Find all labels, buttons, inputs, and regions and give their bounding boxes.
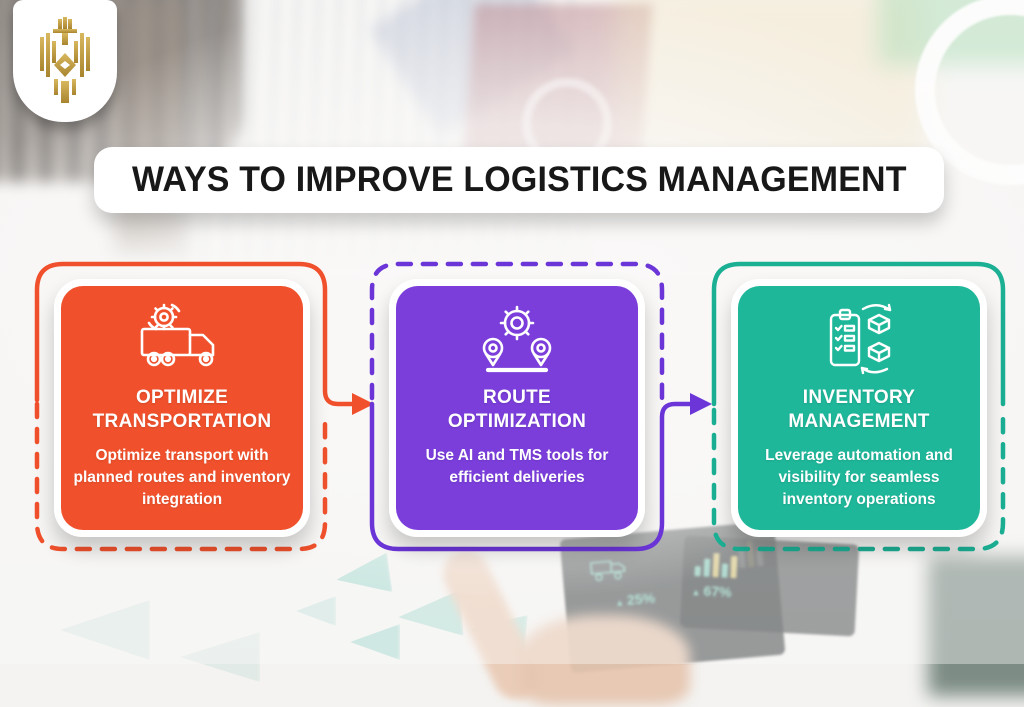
title-banner: WAYS TO IMPROVE LOGISTICS MANAGEMENT	[94, 147, 944, 213]
card-title: ROUTE OPTIMIZATION	[447, 387, 587, 432]
card-inventory-management: INVENTORY MANAGEMENT Leverage automation…	[731, 279, 987, 537]
card-description: Leverage automation and visibility for s…	[765, 446, 953, 508]
card-title: OPTIMIZE TRANSPORTATION	[92, 387, 272, 432]
card-description: Optimize transport with planned routes a…	[73, 446, 291, 508]
clipboard-with-boxes-icon	[817, 300, 901, 378]
gear-with-location-pins-icon	[475, 300, 559, 378]
truck-with-gear-icon	[134, 300, 230, 378]
card-description: Use AI and TMS tools for efficient deliv…	[425, 446, 609, 486]
page-title: WAYS TO IMPROVE LOGISTICS MANAGEMENT	[131, 160, 907, 199]
arrow-2-icon	[690, 393, 712, 415]
gold-crest-emblem-icon	[40, 17, 90, 103]
card-route-optimization: ROUTE OPTIMIZATION Use AI and TMS tools …	[389, 279, 645, 537]
card-title: INVENTORY MANAGEMENT	[788, 387, 930, 432]
card-optimize-transportation: OPTIMIZE TRANSPORTATION Optimize transpo…	[54, 279, 310, 537]
brand-logo	[13, 0, 117, 122]
